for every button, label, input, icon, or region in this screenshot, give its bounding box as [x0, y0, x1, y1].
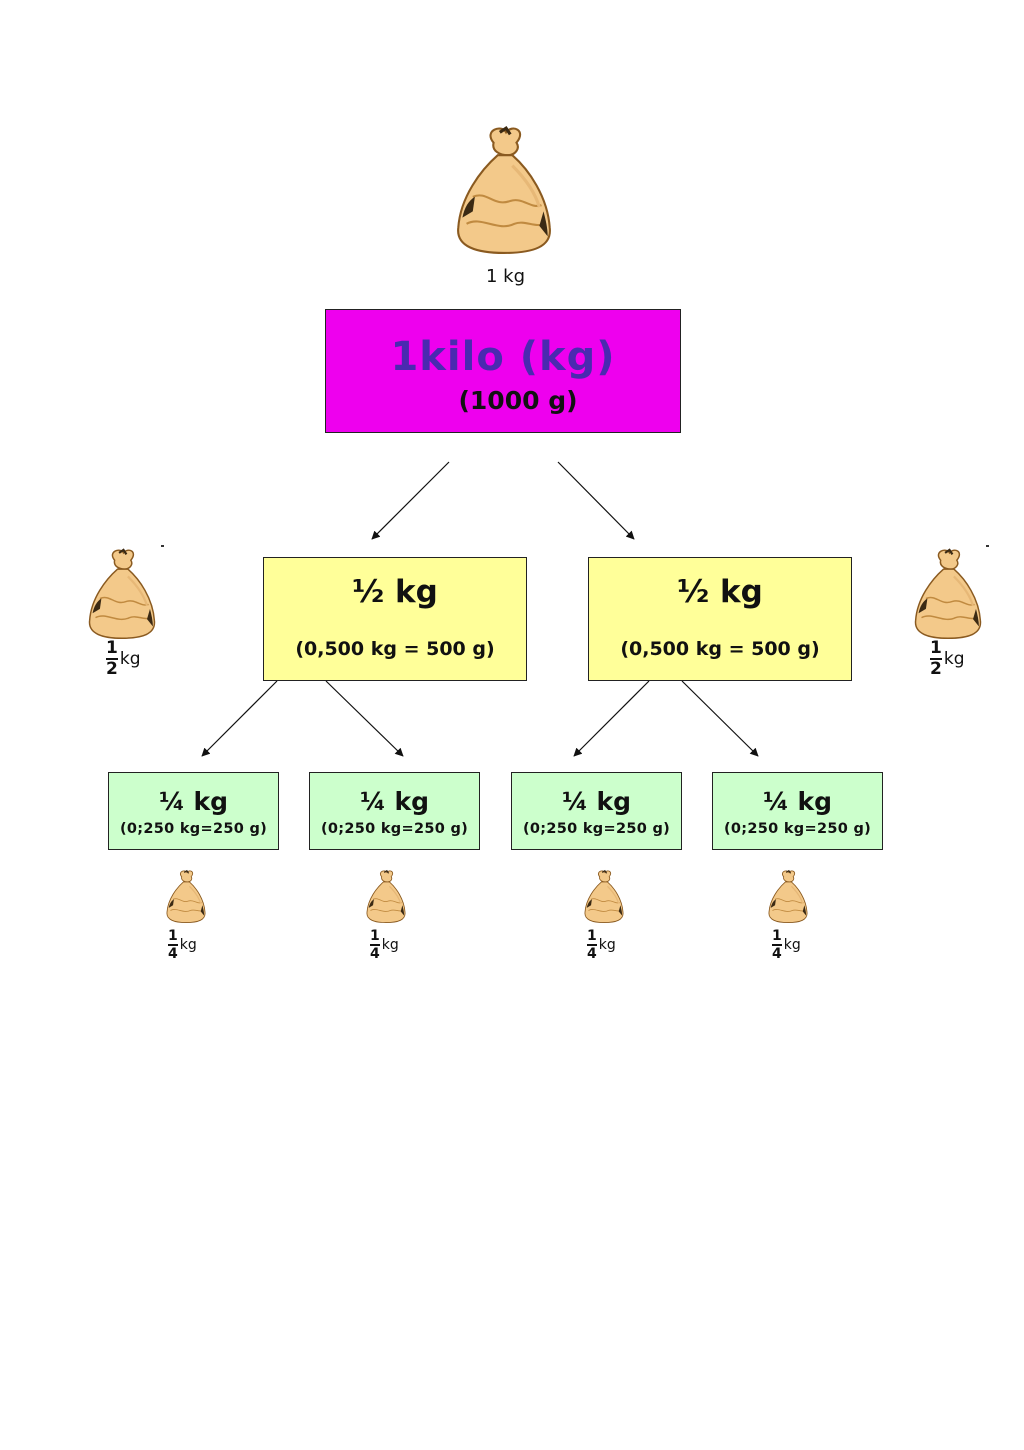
- unit: kg: [943, 649, 965, 669]
- unit: kg: [381, 937, 399, 953]
- sack-icon: [766, 869, 810, 923]
- arrow-half2-left: [573, 680, 650, 757]
- quarter-title: ¼ kg: [561, 787, 632, 816]
- root-kilo-box: 1kilo (kg) (1000 g): [325, 309, 681, 433]
- unit: kg: [783, 937, 801, 953]
- root-title: 1kilo (kg): [390, 334, 616, 380]
- quarter-box-3: ¼ kg (0;250 kg=250 g): [511, 772, 682, 850]
- half-box-2: ½ kg (0,500 kg = 500 g): [588, 557, 852, 681]
- half-box-1: ½ kg (0,500 kg = 500 g): [263, 557, 527, 681]
- numerator: 1: [930, 638, 942, 658]
- quarter-bag-label-2: 1 4 kg: [370, 929, 399, 961]
- quarter-detail: (0;250 kg=250 g): [522, 821, 671, 837]
- numerator: 1: [587, 928, 597, 944]
- sack-icon: [450, 124, 558, 254]
- half-detail: (0,500 kg = 500 g): [295, 638, 495, 660]
- denominator: 2: [106, 659, 118, 679]
- sack-icon: [582, 869, 626, 923]
- sack-icon: [364, 869, 408, 923]
- numerator: 1: [168, 928, 178, 944]
- sack-icon: [164, 869, 208, 923]
- quarter-box-4: ¼ kg (0;250 kg=250 g): [712, 772, 883, 850]
- quarter-bag-label-4: 1 4 kg: [772, 929, 801, 961]
- denominator: 4: [168, 946, 178, 962]
- denominator: 4: [587, 946, 597, 962]
- quarter-box-2: ¼ kg (0;250 kg=250 g): [309, 772, 480, 850]
- quarter-detail: (0;250 kg=250 g): [119, 821, 268, 837]
- quarter-title: ¼ kg: [359, 787, 430, 816]
- quarter-title: ¼ kg: [158, 787, 229, 816]
- numerator: 1: [106, 638, 118, 658]
- half-title: ½ kg: [352, 574, 438, 610]
- unit: kg: [179, 937, 197, 953]
- quarter-detail: (0;250 kg=250 g): [723, 821, 872, 837]
- arrow-root-left: [371, 461, 450, 540]
- unit: kg: [598, 937, 616, 953]
- numerator: 1: [772, 928, 782, 944]
- numerator: 1: [370, 928, 380, 944]
- denominator: 2: [930, 659, 942, 679]
- arrow-half1-left: [201, 680, 278, 757]
- quarter-bag-label-1: 1 4 kg: [168, 929, 197, 961]
- denominator: 4: [370, 946, 380, 962]
- arrow-half2-right: [681, 680, 759, 757]
- dash-mark: [161, 545, 164, 547]
- quarter-box-1: ¼ kg (0;250 kg=250 g): [108, 772, 279, 850]
- half-title: ½ kg: [677, 574, 763, 610]
- quarter-title: ¼ kg: [762, 787, 833, 816]
- quarter-bag-label-3: 1 4 kg: [587, 929, 616, 961]
- unit: kg: [119, 649, 141, 669]
- top-bag-label: 1 kg: [486, 266, 526, 287]
- quarter-detail: (0;250 kg=250 g): [320, 821, 469, 837]
- arrow-half1-right: [325, 680, 404, 757]
- sack-icon: [910, 547, 986, 639]
- sack-icon: [84, 547, 160, 639]
- half-detail: (0,500 kg = 500 g): [620, 638, 820, 660]
- root-subtitle: (1000 g): [458, 386, 578, 415]
- dash-mark: [986, 545, 989, 547]
- denominator: 4: [772, 946, 782, 962]
- arrow-root-right: [557, 461, 635, 540]
